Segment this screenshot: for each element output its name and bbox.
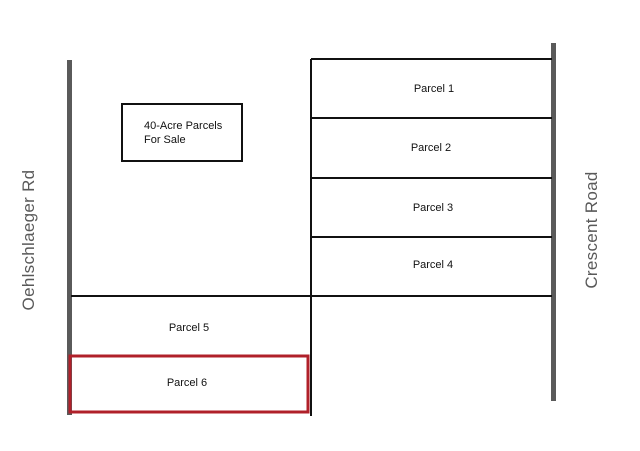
for-sale-note-line2: For Sale [144, 134, 186, 146]
parcel-boundaries [71, 58, 552, 416]
parcel-4-label: Parcel 4 [413, 259, 453, 271]
parcel-3-label: Parcel 3 [413, 202, 453, 214]
crescent-road-line [551, 43, 556, 401]
for-sale-note-box [121, 103, 243, 162]
for-sale-note: 40-Acre Parcels For Sale [121, 103, 243, 162]
parcel-1-label: Parcel 1 [414, 83, 454, 95]
crescent-road-label: Crescent Road [582, 171, 601, 288]
parcel-2-label: Parcel 2 [411, 142, 451, 154]
oehlschlaeger-road-line [67, 60, 72, 415]
for-sale-note-line1: 40-Acre Parcels [144, 120, 223, 132]
parcel-5-label: Parcel 5 [169, 322, 209, 334]
oehlschlaeger-road-label: Oehlschlaeger Rd [19, 170, 38, 311]
parcel-6-highlight-border [68, 354, 310, 414]
parcel-6-label: Parcel 6 [167, 377, 207, 389]
